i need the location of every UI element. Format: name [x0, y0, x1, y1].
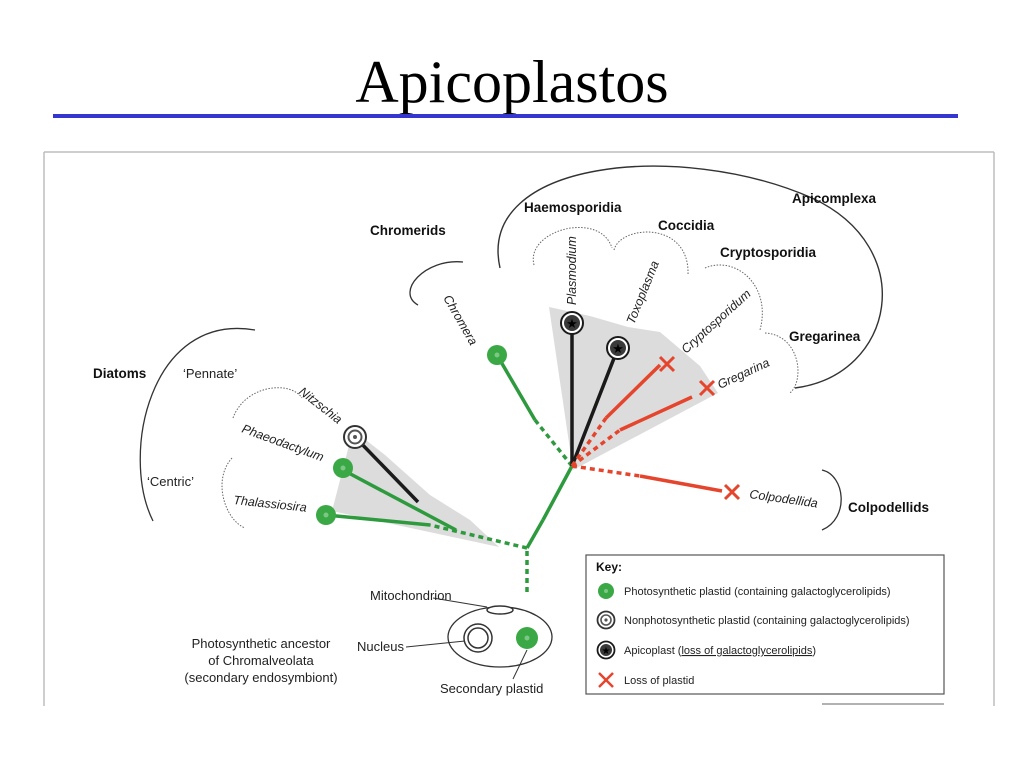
colpodellids-arc [821, 469, 842, 531]
toxoplasma-apicoplast-icon: ★ [606, 336, 630, 360]
legend-apicoplast-icon: ★ [596, 640, 616, 660]
legend-loss-label: Loss of plastid [624, 675, 694, 687]
mitochondrion-icon [486, 605, 514, 615]
figure-frame [43, 151, 995, 706]
title-underline [53, 114, 958, 118]
chromerids-label: Chromerids [370, 223, 446, 238]
thalassiosira-label: Thalassiosira [233, 493, 308, 515]
legend-photosynthetic-label: Photosynthetic plastid (containing galac… [624, 586, 891, 598]
nucleus-label: Nucleus [357, 639, 404, 654]
legend-box [585, 554, 945, 695]
legend-apicoplast-suffix: ) [812, 645, 816, 657]
stem-upper [541, 465, 574, 521]
cryptosporidum-loss-icon [658, 355, 676, 373]
legend-title: Key: [596, 560, 622, 574]
haemosporidia-label: Haemosporidia [524, 200, 622, 215]
tip-markers: ★ ★ [316, 311, 741, 525]
nitzschia-nonphotosynthetic-plastid-icon [343, 425, 367, 449]
chromera-label: Chromera [440, 293, 480, 348]
gregarina-branch-dotted [570, 428, 622, 468]
plasmodium-label: Plasmodium [565, 236, 579, 305]
apicomplexa-label: Apicomplexa [792, 191, 877, 206]
ancestor-line-2: of Chromalveolata [208, 653, 314, 668]
gregarinea-label: Gregarinea [789, 329, 861, 344]
pennate-arc [232, 387, 303, 419]
tree-branches [325, 323, 723, 592]
coccidia-label: Coccidia [658, 218, 715, 233]
apicomplexa-shade [549, 307, 718, 470]
diatom-branch-dotted [429, 523, 528, 550]
legend-key: Key: Photosynthetic plastid (containing … [585, 554, 945, 695]
gregarina-label: Gregarina [715, 356, 771, 392]
cryptosporidum-branch [604, 363, 662, 420]
diatoms-label: Diatoms [93, 366, 146, 381]
stem-to-node [525, 519, 545, 549]
phaeodactylum-label: Phaeodactylum [240, 422, 326, 465]
chromerids-arc [409, 261, 464, 306]
colpodellida-loss-icon [723, 483, 741, 501]
legend-apicoplast-underlined: loss of galactoglycerolipids [681, 645, 812, 657]
ancestor-cell [405, 597, 553, 680]
legend-apicoplast-label: Apicoplast (loss of galactoglycerolipids… [624, 645, 816, 657]
subgroup-arcs [221, 226, 799, 529]
legend-nonphotosynthetic-icon [596, 610, 616, 630]
svg-text:★: ★ [612, 341, 624, 356]
legend-apicoplast-prefix: Apicoplast ( [624, 645, 682, 657]
pennate-label: ‘Pennate’ [183, 366, 237, 381]
svg-text:★: ★ [566, 316, 578, 331]
centric-label: ‘Centric’ [147, 474, 194, 489]
legend-loss-icon [598, 672, 614, 688]
slide-title: Apicoplastos [355, 49, 669, 115]
colpodellida-label: Colpodellida [749, 487, 819, 510]
colpodellida-branch [639, 474, 723, 493]
svg-text:★: ★ [602, 646, 611, 657]
cryptosporidum-label: Cryptosporidum [679, 287, 754, 356]
diatom-shade [332, 430, 499, 547]
nitzschia-branch [353, 435, 420, 504]
ancestor-line-1: Photosynthetic ancestor [192, 636, 331, 651]
cryptosporidia-label: Cryptosporidia [720, 245, 817, 260]
colpodellids-label: Colpodellids [848, 500, 929, 515]
centric-arc [221, 457, 246, 529]
phaeodactylum-branch [342, 468, 457, 532]
chromera-branch [533, 418, 574, 468]
plasmodium-apicoplast-icon: ★ [560, 311, 584, 335]
colpodellida-branch-dotted [571, 464, 641, 478]
cryptosporidum-branch-dotted [570, 416, 608, 468]
side-arcs [139, 261, 842, 531]
apicomplexa-bracket [497, 165, 883, 389]
chromera-branch-solid [495, 354, 537, 421]
legend-nonphotosynthetic-label: Nonphotosynthetic plastid (containing ga… [624, 615, 910, 627]
secondary-plastid-label: Secondary plastid [440, 681, 543, 696]
diatoms-arc [139, 327, 256, 522]
nitzschia-label: Nitzschia [296, 384, 345, 426]
ancestor-line-3: (secondary endosymbiont) [184, 670, 337, 685]
mitochondrion-label: Mitochondrion [370, 588, 452, 603]
coccidia-arc [613, 231, 689, 276]
gregarina-branch [619, 395, 693, 432]
gregarina-loss-icon [698, 379, 716, 397]
toxoplasma-branch [570, 347, 620, 467]
toxoplasma-label: Toxoplasma [624, 259, 662, 326]
gregarinea-arc [764, 332, 799, 394]
thalassiosira-branch [325, 513, 431, 527]
